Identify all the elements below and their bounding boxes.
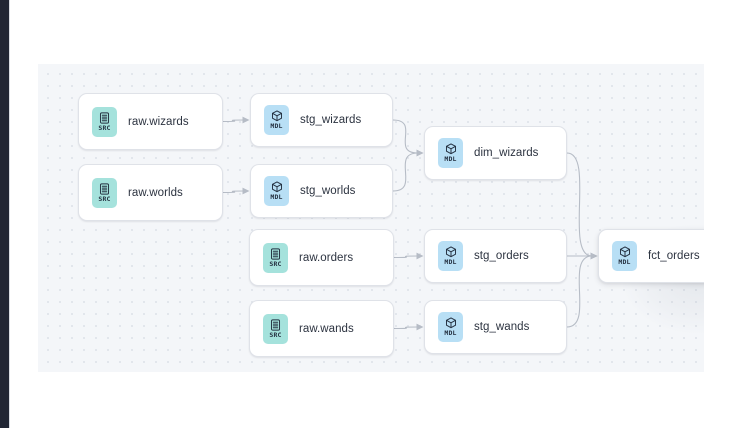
node-type-badge-src: SRC: [92, 177, 117, 208]
dag-node-stg_orders[interactable]: MDL stg_orders: [424, 229, 567, 283]
database-icon: [99, 111, 110, 124]
node-type-caption: SRC: [98, 194, 111, 203]
database-icon: [270, 318, 281, 331]
dag-node-dim_wizards[interactable]: MDL dim_wizards: [424, 126, 567, 180]
edge-raw_wizards-to-stg_wizards: [222, 119, 245, 123]
cube-icon: [445, 143, 457, 155]
edge-arrowhead-stg_worlds: [242, 187, 250, 195]
edge-dim_wizards-to-fct_orders: [566, 152, 593, 257]
node-type-caption: SRC: [98, 123, 111, 132]
node-type-caption: MDL: [444, 155, 457, 163]
edge-raw_worlds-to-stg_worlds: [222, 190, 245, 194]
dag-node-raw_wizards[interactable]: SRC raw.wizards: [78, 93, 223, 150]
node-type-badge-src: SRC: [263, 313, 288, 344]
node-type-caption: MDL: [444, 329, 457, 337]
database-icon: [99, 182, 110, 195]
database-icon: [270, 247, 281, 260]
left-rail-divider: [9, 0, 10, 428]
cube-icon: [271, 181, 283, 193]
node-label: stg_wands: [474, 321, 530, 333]
edge-arrowhead-fct_orders: [590, 252, 598, 260]
edge-stg_wands-to-fct_orders: [566, 255, 593, 328]
node-type-badge-mdl: MDL: [264, 105, 289, 135]
node-type-badge-src: SRC: [263, 242, 288, 273]
node-label: raw.wands: [299, 322, 354, 335]
node-type-caption: MDL: [618, 258, 631, 266]
edge-stg_wizards-to-dim_wizards: [392, 119, 419, 154]
left-nav-rail[interactable]: [0, 0, 9, 428]
node-type-badge-mdl: MDL: [438, 138, 463, 168]
node-label: stg_wizards: [300, 114, 362, 126]
node-label: stg_worlds: [300, 185, 356, 197]
dag-node-raw_worlds[interactable]: SRC raw.worlds: [78, 164, 223, 221]
dag-node-raw_orders[interactable]: SRC raw.orders: [249, 229, 394, 286]
cube-icon: [271, 110, 283, 122]
node-type-caption: SRC: [269, 330, 282, 339]
node-type-caption: SRC: [269, 259, 282, 268]
edge-arrowhead-dim_wizards: [416, 149, 424, 157]
node-type-badge-mdl: MDL: [438, 241, 463, 271]
edge-arrowhead-stg_wizards: [242, 116, 250, 124]
node-type-badge-mdl: MDL: [612, 241, 637, 271]
node-label: dim_wizards: [474, 147, 539, 159]
node-type-caption: MDL: [270, 193, 283, 201]
node-type-badge-src: SRC: [92, 106, 117, 137]
dag-node-stg_wands[interactable]: MDL stg_wands: [424, 300, 567, 354]
cube-icon: [445, 317, 457, 329]
node-type-badge-mdl: MDL: [264, 176, 289, 206]
dag-node-stg_worlds[interactable]: MDL stg_worlds: [250, 164, 393, 218]
edge-stg_worlds-to-dim_wizards: [392, 152, 419, 192]
cube-icon: [619, 246, 631, 258]
edge-arrowhead-stg_orders: [416, 252, 424, 260]
dag-node-stg_wizards[interactable]: MDL stg_wizards: [250, 93, 393, 147]
edge-arrowhead-fct_orders: [590, 252, 598, 260]
edge-arrowhead-stg_wands: [416, 323, 424, 331]
dag-node-fct_orders[interactable]: MDL fct_orders: [598, 229, 704, 283]
edge-raw_wands-to-stg_wands: [393, 326, 419, 330]
node-label: raw.orders: [299, 251, 354, 264]
edge-arrowhead-fct_orders: [590, 252, 598, 260]
edge-arrowhead-dim_wizards: [416, 149, 424, 157]
node-type-badge-mdl: MDL: [438, 312, 463, 342]
node-label: raw.worlds: [128, 186, 183, 199]
cube-icon: [445, 246, 457, 258]
edge-raw_orders-to-stg_orders: [393, 255, 419, 259]
node-label: stg_orders: [474, 250, 529, 262]
node-type-caption: MDL: [444, 258, 457, 266]
node-type-caption: MDL: [270, 122, 283, 130]
node-label: raw.wizards: [128, 115, 189, 128]
node-label: fct_orders: [648, 250, 700, 262]
dag-node-raw_wands[interactable]: SRC raw.wands: [249, 300, 394, 357]
